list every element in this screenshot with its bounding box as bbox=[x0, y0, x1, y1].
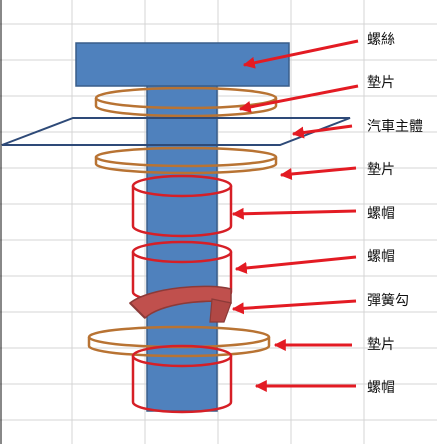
washer-1 bbox=[94, 86, 278, 118]
bolt-shaft bbox=[146, 83, 218, 412]
arrow-nut-1 bbox=[231, 207, 357, 220]
label-car-body: 汽車主體 bbox=[367, 119, 423, 135]
bolt-head bbox=[75, 42, 290, 87]
callout-arrows bbox=[231, 39, 359, 392]
nut-1 bbox=[131, 174, 233, 238]
label-washer-3: 墊片 bbox=[367, 337, 395, 353]
arrow-car-body bbox=[291, 124, 353, 139]
label-screw: 螺絲 bbox=[367, 32, 395, 48]
label-washer-2: 墊片 bbox=[367, 162, 395, 178]
car-body-plate bbox=[1, 117, 351, 146]
label-nut-2: 螺帽 bbox=[367, 249, 395, 265]
arrow-washer-1 bbox=[238, 84, 359, 113]
arrow-spring-hook bbox=[231, 299, 357, 315]
arrow-screw bbox=[242, 39, 359, 69]
label-washer-1: 墊片 bbox=[367, 75, 395, 91]
arrow-nut-2 bbox=[234, 255, 357, 274]
label-nut-3: 螺帽 bbox=[367, 380, 395, 396]
nut-3 bbox=[131, 344, 233, 414]
label-spring-hook: 彈簧勾 bbox=[367, 293, 409, 309]
label-nut-1: 螺帽 bbox=[367, 206, 395, 222]
arrow-washer-2 bbox=[279, 166, 357, 180]
washer-2 bbox=[94, 146, 278, 175]
spring-hook bbox=[128, 285, 232, 323]
